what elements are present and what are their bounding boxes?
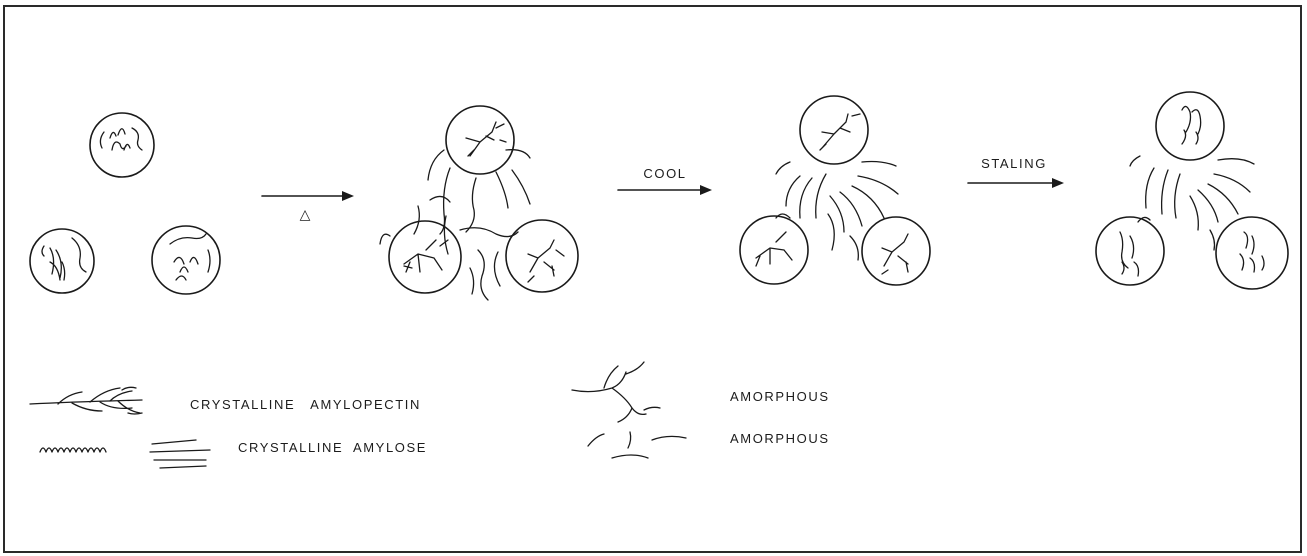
cool-label: COOL [643, 166, 686, 181]
starch-granule-icon [446, 106, 514, 174]
heat-symbol: △ [300, 206, 313, 222]
starch-granule-icon [90, 113, 154, 177]
legend-label-crystalline-amylose: CRYSTALLINE AMYLOSE [238, 440, 427, 455]
amorphous-chain-icon [588, 432, 686, 458]
starch-granule-icon [30, 229, 94, 293]
stage-gelatinized [380, 106, 578, 300]
starch-granule-icon [862, 217, 930, 285]
starch-granule-icon [1216, 217, 1288, 289]
staling-label: STALING [981, 156, 1047, 171]
diagram-frame [4, 6, 1301, 552]
amorphous-chain-icon [572, 362, 660, 422]
legend: CRYSTALLINE AMYLOPECTIN CRYSTALLINE AMYL… [30, 362, 830, 468]
branched-amylopectin-icon [30, 387, 142, 414]
legend-label-crystalline-amylopectin: CRYSTALLINE AMYLOPECTIN [190, 397, 421, 412]
stage-cooled [740, 96, 930, 285]
cool-arrow: COOL [618, 166, 712, 195]
starch-granule-icon [506, 220, 578, 292]
starch-granule-icon [152, 226, 220, 294]
starch-granule-icon [389, 221, 461, 293]
legend-label-amorphous-2: AMORPHOUS [730, 431, 830, 446]
stage-native-granules [30, 113, 220, 294]
heat-arrow: △ [262, 191, 354, 222]
helical-amylose-icon [40, 440, 210, 468]
starch-granule-icon [740, 216, 808, 284]
staling-arrow: STALING [968, 156, 1064, 188]
legend-label-amorphous-1: AMORPHOUS [730, 389, 830, 404]
stage-staled [1096, 92, 1288, 289]
starch-granule-icon [1096, 217, 1164, 285]
starch-granule-icon [1156, 92, 1224, 160]
starch-granule-icon [800, 96, 868, 164]
